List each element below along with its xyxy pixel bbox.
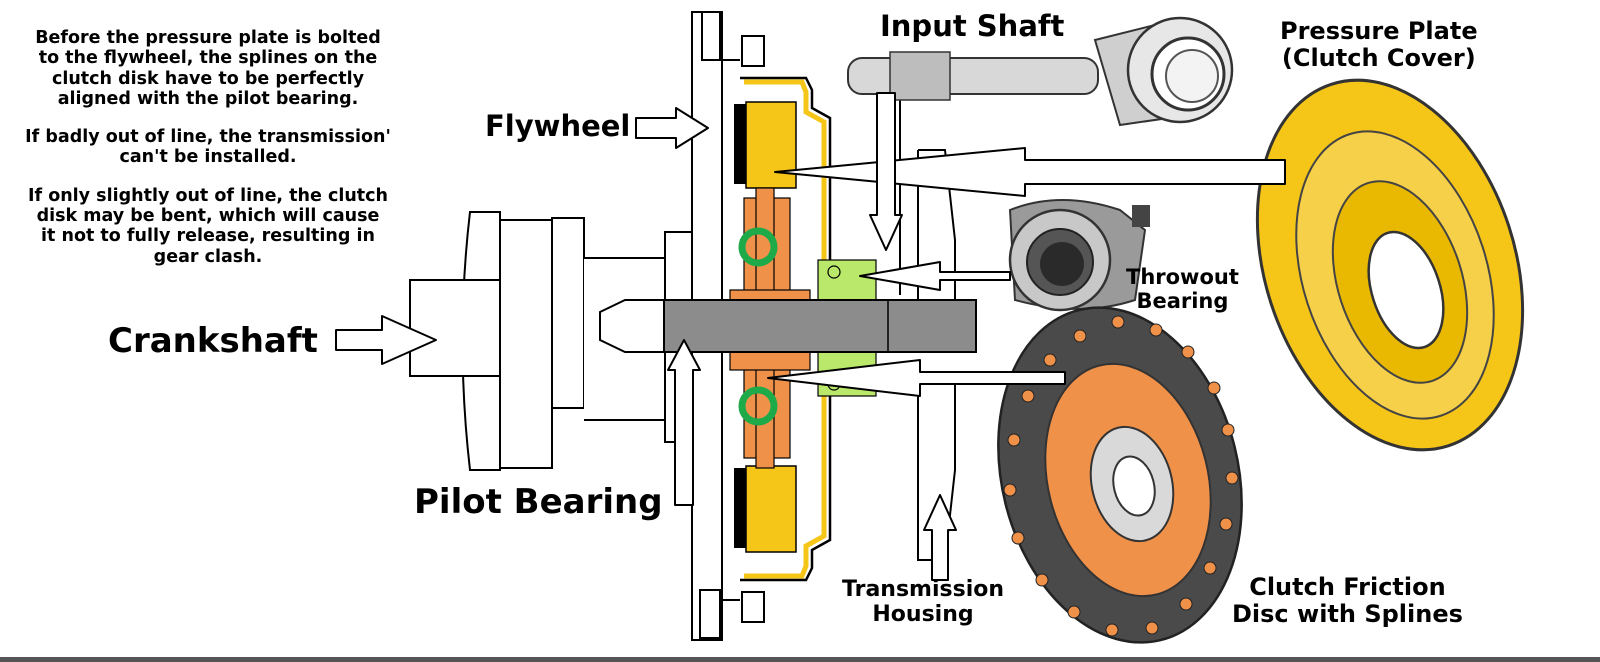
throwout-bearing-part xyxy=(1008,199,1150,312)
crankshaft-part xyxy=(409,211,701,471)
arrow-pressure-plate xyxy=(774,147,1286,197)
label-clutch-disc: Clutch Friction Disc with Splines xyxy=(1232,574,1463,628)
label-throwout-line2: Bearing xyxy=(1136,288,1229,313)
arrow-pilot-bearing xyxy=(667,339,701,506)
explanation-note: Before the pressure plate is bolted to t… xyxy=(18,28,398,285)
shaft-main xyxy=(599,299,977,353)
arrow-flywheel xyxy=(635,107,709,149)
input-shaft-part xyxy=(847,16,1234,127)
label-throwout-bearing: Throwout Bearing xyxy=(1126,265,1239,313)
arrow-throwout xyxy=(859,261,1011,291)
label-pressure-plate: Pressure Plate (Clutch Cover) xyxy=(1280,18,1478,72)
pressure-plate-part xyxy=(1255,78,1525,452)
label-pressure-plate-line1: Pressure Plate xyxy=(1280,17,1478,45)
label-flywheel: Flywheel xyxy=(485,109,631,143)
damper-spring-bottom xyxy=(738,386,778,426)
arrow-clutch-disc xyxy=(767,359,1066,397)
clutch-disc-part xyxy=(997,306,1243,644)
arrow-input-shaft xyxy=(869,92,903,251)
label-crankshaft: Crankshaft xyxy=(108,321,318,361)
pressure-plate-block-top xyxy=(734,101,797,189)
label-transmission-line2: Housing xyxy=(872,601,974,627)
note-paragraph-3: If only slightly out of line, the clutch… xyxy=(27,185,388,267)
pressure-plate-block-bottom xyxy=(734,465,797,553)
arrow-transmission xyxy=(923,494,957,581)
pressure-plate-side xyxy=(740,76,832,582)
note-paragraph-1: Before the pressure plate is bolted to t… xyxy=(35,28,381,109)
label-clutch-disc-line1: Clutch Friction xyxy=(1249,573,1446,601)
label-transmission-housing: Transmission Housing xyxy=(842,577,1005,627)
note-paragraph-2: If badly out of line, the transmission' … xyxy=(25,127,391,168)
damper-spring-top xyxy=(738,227,778,267)
label-clutch-disc-line2: Disc with Splines xyxy=(1232,599,1463,628)
label-input-shaft: Input Shaft xyxy=(880,9,1065,43)
label-transmission-line1: Transmission xyxy=(842,577,1005,602)
label-pilot-bearing: Pilot Bearing xyxy=(414,482,663,522)
label-throwout-line1: Throwout xyxy=(1126,265,1239,289)
label-pressure-plate-line2: (Clutch Cover) xyxy=(1281,43,1476,72)
bottom-border xyxy=(0,657,1600,662)
arrow-crankshaft xyxy=(335,315,437,365)
